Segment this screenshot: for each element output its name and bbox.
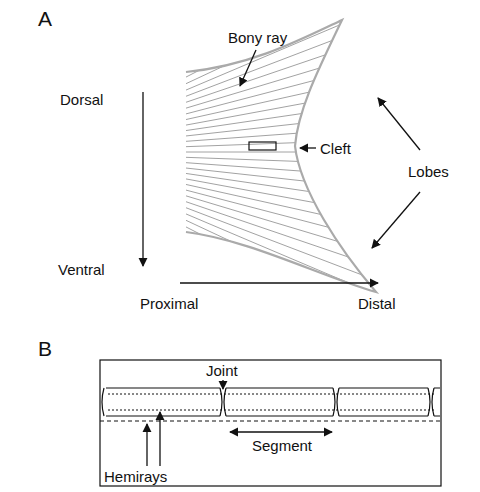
bony-ray <box>40 152 453 228</box>
bony-ray <box>40 152 442 273</box>
panel-frame <box>100 360 441 486</box>
bony-ray <box>40 152 399 370</box>
panel-letter: B <box>38 338 52 359</box>
bony-ray <box>40 152 460 167</box>
axis-label: Dorsal <box>60 92 103 107</box>
bony-ray <box>40 152 459 183</box>
bony-ray <box>40 121 459 152</box>
bony-ray <box>40 137 460 152</box>
bony-ray <box>40 152 432 302</box>
bony-ray <box>40 0 420 152</box>
leader-lines <box>143 50 420 283</box>
ray-segments <box>102 388 440 416</box>
bony-ray <box>40 0 414 152</box>
part-label: Bony ray <box>228 30 287 45</box>
bony-ray <box>40 0 406 152</box>
bony-ray <box>40 152 390 383</box>
sample-box <box>249 142 276 150</box>
bony-ray <box>40 152 446 258</box>
bony-ray <box>40 152 427 316</box>
hemiray-lines <box>100 394 441 421</box>
part-label: Cleft <box>320 141 351 156</box>
bony-ray <box>40 152 457 198</box>
bony-ray <box>40 152 406 357</box>
fin-outline <box>186 20 376 292</box>
bony-ray <box>40 106 457 152</box>
axis-label: Proximal <box>140 296 198 311</box>
bony-ray <box>40 152 456 213</box>
bony-ray <box>40 17 438 152</box>
panel-letter: A <box>38 8 52 29</box>
bony-ray <box>40 76 453 152</box>
bony-ray <box>40 2 432 152</box>
bony-ray <box>40 152 438 287</box>
bony-ray <box>40 0 427 152</box>
part-label: Segment <box>252 438 312 453</box>
bony-ray <box>40 152 414 344</box>
fin-rays <box>40 0 460 396</box>
bony-ray <box>40 0 382 152</box>
bony-ray <box>40 152 460 153</box>
part-label: Joint <box>206 363 238 378</box>
leader-lines-b <box>147 380 332 466</box>
part-label: Hemirays <box>104 469 167 484</box>
axis-label: Ventral <box>58 262 105 277</box>
bony-ray <box>40 91 456 152</box>
axis-label: Distal <box>358 296 396 311</box>
bony-ray <box>40 31 442 152</box>
part-label: Lobes <box>408 164 449 179</box>
